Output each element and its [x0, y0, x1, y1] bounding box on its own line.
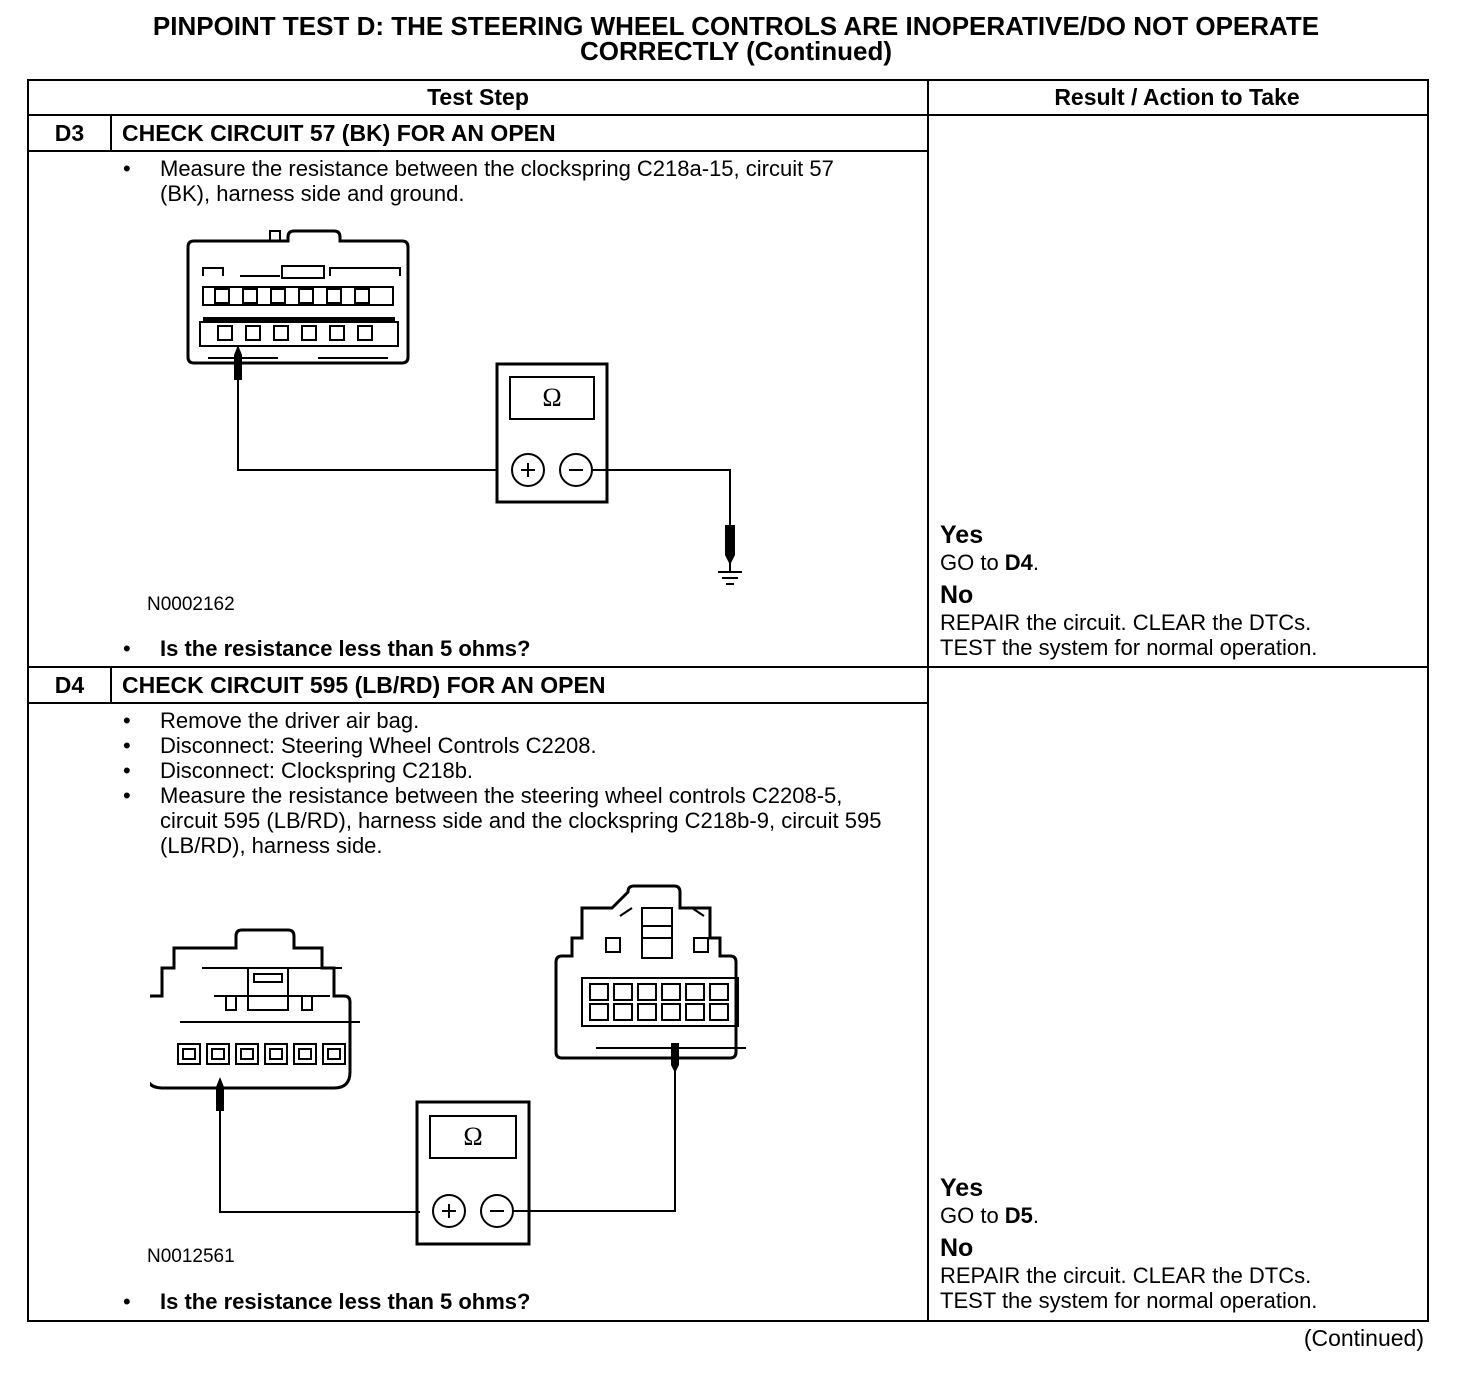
- step-title-d3: CHECK CIRCUIT 57 (BK) FOR AN OPEN: [122, 120, 556, 146]
- d4-yes-label: Yes: [940, 1174, 984, 1202]
- d3-figure-id: N0002162: [147, 594, 235, 615]
- title-line-1: PINPOINT TEST D: THE STEERING WHEEL CONT…: [152, 11, 1320, 41]
- d4-instruction: Remove the driver air bag.: [123, 708, 883, 733]
- d3-yes-label: Yes: [940, 521, 984, 549]
- d4-instruction: Measure the resistance between the steer…: [123, 783, 883, 858]
- d3-title-divider: [27, 150, 927, 152]
- d3-yes-action: GO to D4.: [940, 550, 1040, 575]
- step-id-d4: D4: [54, 672, 85, 698]
- d4-no-action-2: TEST the system for normal operation.: [940, 1288, 1318, 1313]
- page-title: PINPOINT TEST D: THE STEERING WHEEL CONT…: [0, 11, 1472, 66]
- d3-no-action-1: REPAIR the circuit. CLEAR the DTCs.: [940, 610, 1312, 635]
- d4-yes-action: GO to D5.: [940, 1203, 1040, 1228]
- d4-result: Yes GO to D5. No REPAIR the circuit. CLE…: [940, 1173, 1420, 1313]
- d4-instruction: Disconnect: Steering Wheel Controls C220…: [123, 733, 883, 758]
- d4-instructions: Remove the driver air bag. Disconnect: S…: [123, 708, 883, 858]
- d4-instruction: Disconnect: Clockspring C218b.: [123, 758, 883, 783]
- d4-ohm-symbol: Ω: [463, 1122, 482, 1151]
- d4-no-action-1: REPAIR the circuit. CLEAR the DTCs.: [940, 1263, 1312, 1288]
- d3-question: Is the resistance less than 5 ohms?: [123, 636, 530, 662]
- d4-yes-target: D5: [1004, 1203, 1033, 1228]
- d3-yes-target: D4: [1004, 550, 1033, 575]
- d3-instructions: Measure the resistance between the clock…: [123, 156, 863, 206]
- column-header-test-step: Test Step: [427, 84, 529, 110]
- title-line-2: CORRECTLY (Continued): [580, 36, 892, 66]
- d4-id-divider: [110, 666, 112, 704]
- continued-note: (Continued): [1303, 1325, 1424, 1351]
- d3-no-label: No: [940, 581, 974, 609]
- step-divider: [27, 666, 1427, 668]
- step-id-d3: D3: [54, 120, 85, 146]
- d4-question: Is the resistance less than 5 ohms?: [123, 1289, 530, 1315]
- test-table: [27, 79, 1429, 1322]
- d3-instruction: Measure the resistance between the clock…: [123, 156, 863, 206]
- column-divider: [927, 79, 929, 1320]
- d3-result: Yes GO to D4. No REPAIR the circuit. CLE…: [940, 520, 1420, 660]
- d4-title-divider: [27, 702, 927, 704]
- d4-no-label: No: [940, 1234, 974, 1262]
- d4-wiring-diagram: Ω: [150, 884, 746, 1246]
- d3-wiring-diagram: Ω: [186, 229, 742, 585]
- d4-figure-id: N0012561: [147, 1246, 235, 1267]
- step-title-d4: CHECK CIRCUIT 595 (LB/RD) FOR AN OPEN: [122, 672, 606, 698]
- column-header-result: Result / Action to Take: [1054, 84, 1300, 110]
- header-row-divider: [27, 114, 1427, 116]
- d3-id-divider: [110, 114, 112, 152]
- d3-ohm-symbol: Ω: [542, 383, 561, 412]
- d3-no-action-2: TEST the system for normal operation.: [940, 635, 1318, 660]
